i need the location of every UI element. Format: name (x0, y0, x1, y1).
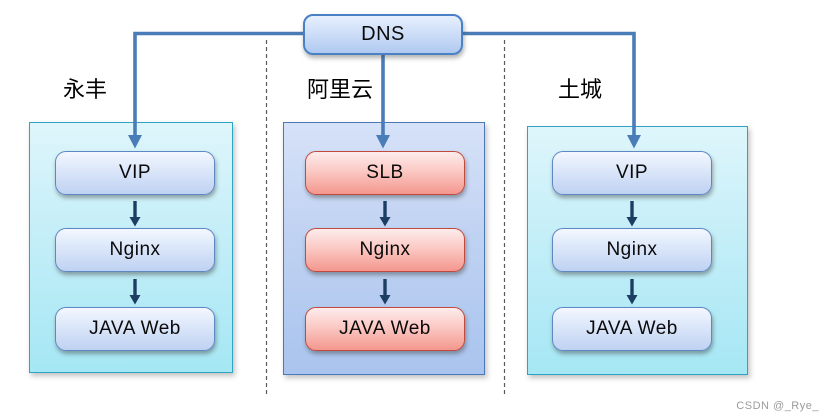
node-aliyun-slb: SLB (305, 151, 465, 195)
node-aliyun-nginx: Nginx (305, 228, 465, 272)
dns-to-tucheng-connector (463, 31, 636, 136)
node-tucheng-vip: VIP (552, 151, 712, 195)
node-yongfeng-vip: VIP (55, 151, 215, 195)
node-aliyun-javaweb: JAVA Web (305, 307, 465, 351)
node-yongfeng-javaweb: JAVA Web (55, 307, 215, 351)
zone-label-yongfeng: 永丰 (63, 78, 108, 103)
node-yongfeng-nginx: Nginx (55, 228, 215, 272)
zone-label-aliyun: 阿里云 (307, 78, 374, 103)
dns-to-yongfeng-connector (133, 31, 303, 136)
watermark: CSDN @_Rye_ (736, 400, 819, 412)
node-dns: DNS (303, 14, 463, 55)
zone-label-tucheng: 土城 (558, 78, 603, 103)
node-tucheng-javaweb: JAVA Web (552, 307, 712, 351)
node-tucheng-nginx: Nginx (552, 228, 712, 272)
